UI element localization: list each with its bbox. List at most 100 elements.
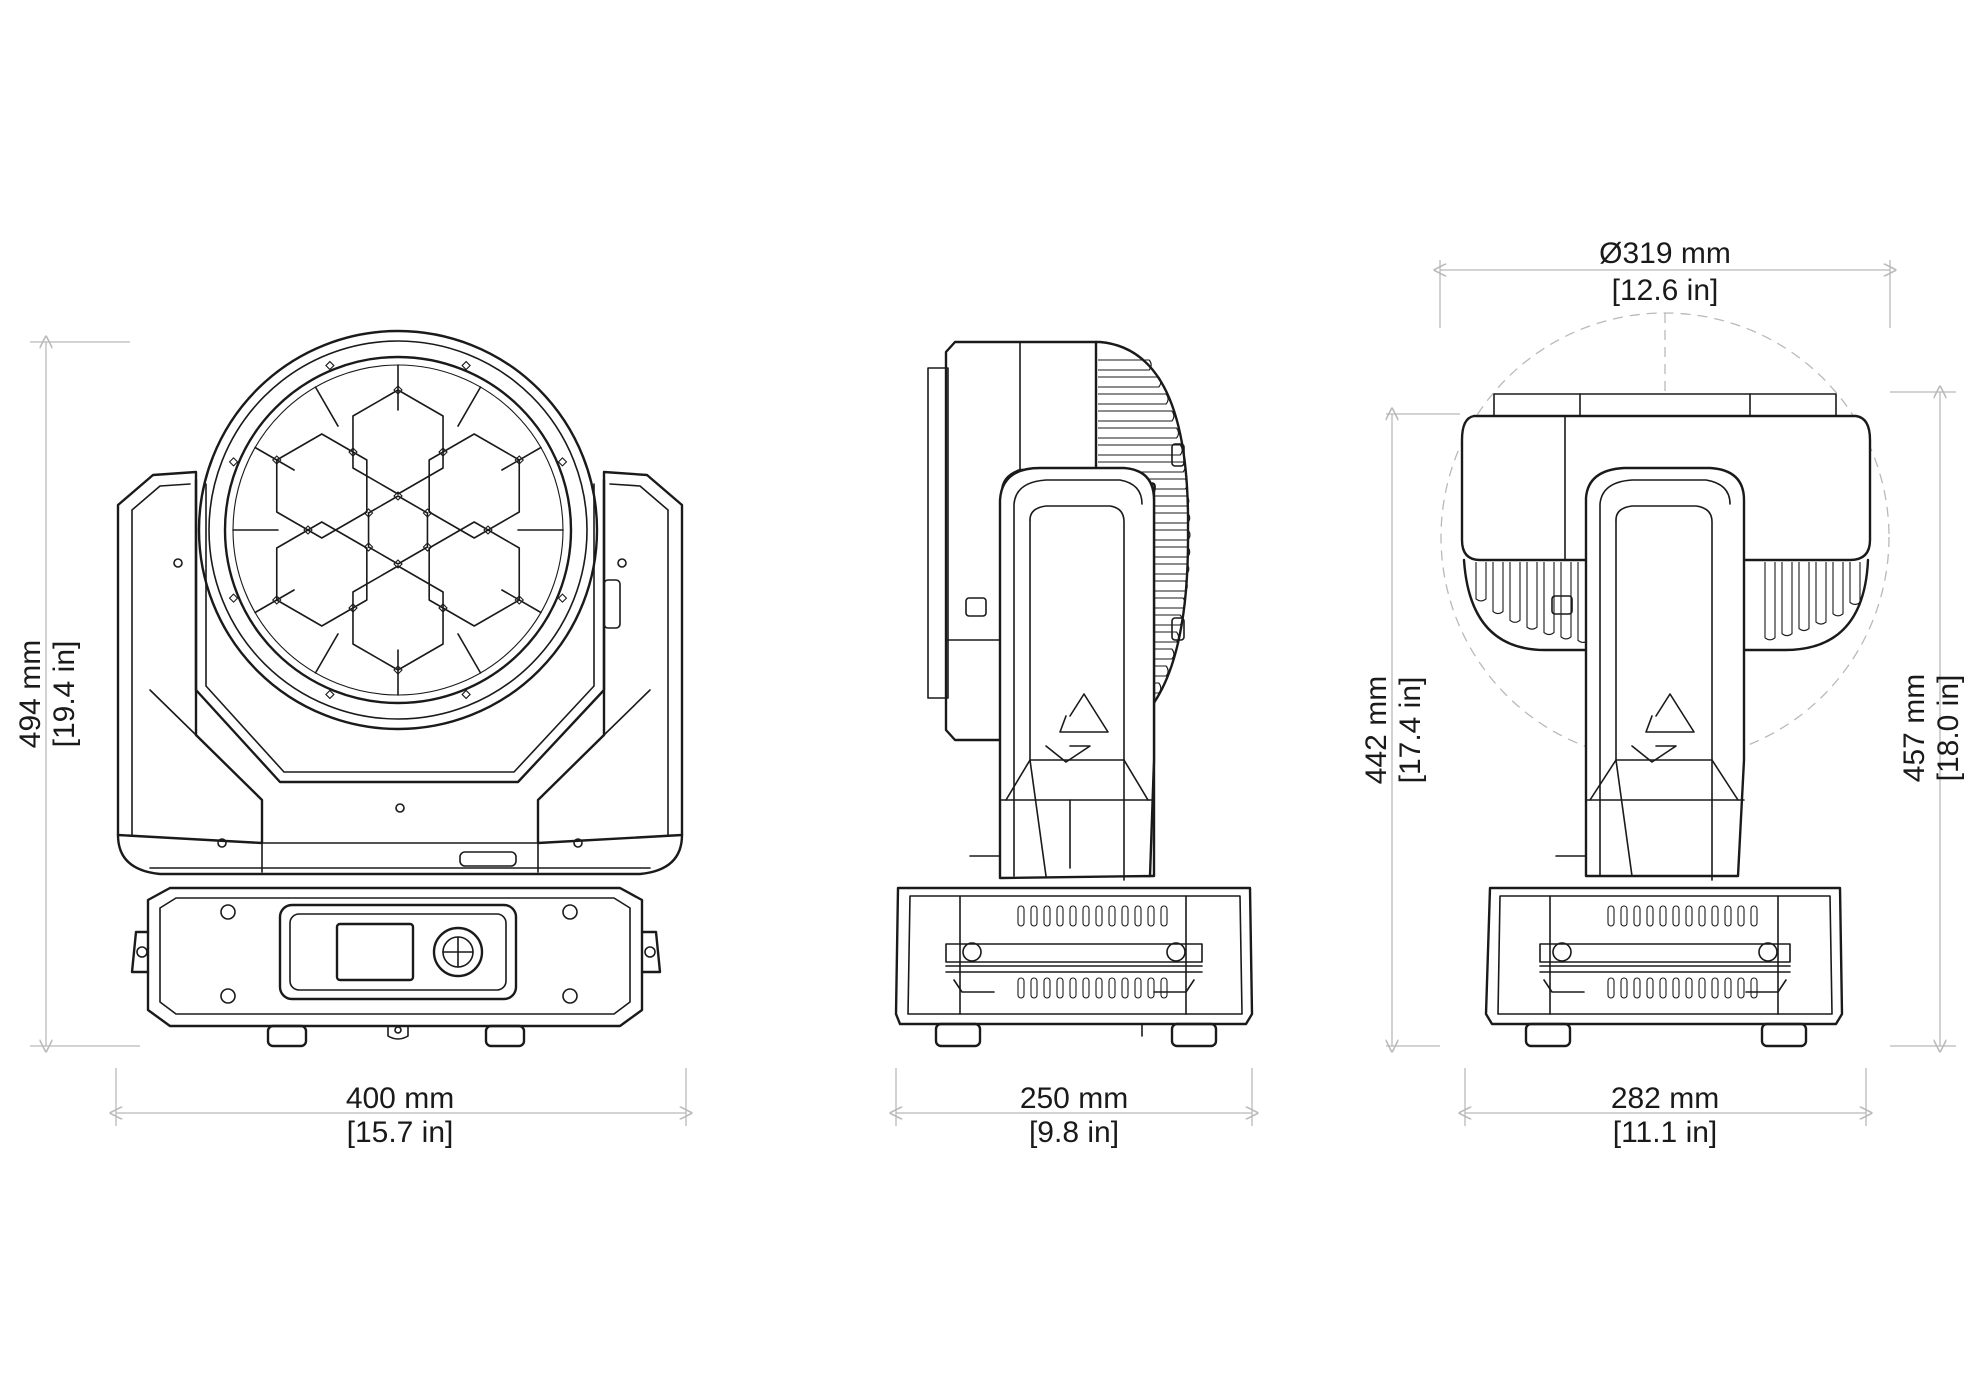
rear-diameter-in-label: [12.6 in] — [1612, 274, 1719, 307]
lens-node — [438, 603, 448, 613]
heat-sink-fin — [1098, 614, 1183, 626]
base-vent-slot — [1711, 905, 1719, 927]
base-vent-slot — [1108, 905, 1116, 927]
base-vent-slot — [1147, 977, 1155, 999]
base-vent-slot — [1711, 977, 1719, 999]
heat-sink-fin — [1781, 562, 1793, 637]
rear-yoke — [1555, 466, 1746, 881]
lens-node — [348, 603, 358, 613]
base-vent-slot — [1121, 905, 1129, 927]
base-vent-slot — [1698, 977, 1706, 999]
lens-node — [483, 525, 493, 535]
front-head-body — [194, 478, 606, 784]
base-vent-slot — [1620, 977, 1628, 999]
base-vent-slot — [1095, 977, 1103, 999]
lens-center-cell — [367, 495, 429, 565]
base-vent-slot — [1056, 977, 1064, 999]
lens-node — [422, 508, 433, 518]
base-vent-slot — [1607, 977, 1615, 999]
base-vent-slot — [1017, 905, 1025, 927]
heat-sink-fin — [1098, 359, 1152, 371]
base-vent-slot — [1633, 905, 1641, 927]
base-vent-slot — [1672, 905, 1680, 927]
rear-height-right-in-label: [18.0 in] — [1932, 675, 1965, 782]
base-vent-slot — [1646, 905, 1654, 927]
lens-node — [393, 559, 403, 569]
heat-sink-fin — [1509, 562, 1521, 623]
lens-node — [514, 595, 525, 605]
lens-node — [228, 593, 239, 603]
rear-width-in-label: [11.1 in] — [1613, 1116, 1718, 1149]
heat-sink-fin — [1764, 562, 1776, 641]
heat-sink-fin — [1098, 631, 1180, 643]
heat-sink-fin — [1098, 461, 1186, 473]
heat-sink-fin — [1098, 512, 1191, 524]
rear-width-mm-label: 282 mm — [1611, 1082, 1719, 1115]
heat-sink-fin — [1098, 444, 1183, 456]
base-vent-slot — [1685, 905, 1693, 927]
base-vent-slot — [1030, 977, 1038, 999]
front-width-in-label: [15.7 in] — [347, 1116, 454, 1149]
rear-height-left-in-label: [17.4 in] — [1394, 677, 1427, 784]
rear-height-right-dimension: 457 mm [18.0 in] — [1890, 392, 1965, 1046]
base-vent-slot — [1750, 977, 1758, 999]
front-height-dimension: 494 mm [19.4 in] — [14, 342, 140, 1046]
base-vent-slot — [1659, 977, 1667, 999]
lens-node — [393, 665, 403, 675]
heat-sink-fin — [1098, 410, 1175, 422]
side-width-mm-label: 250 mm — [1020, 1082, 1128, 1115]
lens-spoke — [314, 633, 339, 674]
side-yoke — [965, 466, 1156, 881]
base-vent-slot — [1056, 905, 1064, 927]
base-vent-slot — [1160, 905, 1168, 927]
base-vent-slot — [1121, 977, 1129, 999]
heat-sink-fin — [1098, 529, 1191, 541]
base-vent-slot — [1685, 977, 1693, 999]
heat-sink-fin — [1098, 393, 1169, 405]
base-vent-slot — [1672, 977, 1680, 999]
base-vent-slot — [1043, 905, 1051, 927]
heat-sink-fin — [1098, 427, 1180, 439]
base-vent-slot — [1043, 977, 1051, 999]
heat-sink-fin — [1526, 562, 1538, 630]
rear-diameter-mm-label: Ø319 mm — [1599, 237, 1731, 270]
rear-base — [1484, 886, 1844, 1048]
base-vent-slot — [1750, 905, 1758, 927]
front-view: 494 mm [19.4 in] 400 mm [15.7 in] — [14, 329, 686, 1149]
base-vent-slot — [1030, 905, 1038, 927]
heat-sink-fin — [1098, 478, 1188, 490]
lens-node — [438, 447, 448, 457]
lens-node — [303, 525, 313, 535]
heat-sink-fin — [1492, 562, 1504, 615]
base-vent-slot — [1737, 905, 1745, 927]
lens-spoke — [457, 386, 482, 427]
lens-node — [514, 455, 525, 465]
base-vent-slot — [1737, 977, 1745, 999]
heat-sink-fin — [1475, 562, 1487, 602]
rear-height-right-mm-label: 457 mm — [1898, 674, 1931, 782]
front-height-in-label: [19.4 in] — [48, 641, 81, 748]
base-vent-slot — [1620, 905, 1628, 927]
base-vent-slot — [1082, 905, 1090, 927]
front-height-mm-label: 494 mm — [14, 640, 47, 748]
lens-node — [271, 595, 282, 605]
base-vent-slot — [1147, 905, 1155, 927]
rear-height-left-mm-label: 442 mm — [1360, 676, 1393, 784]
base-vent-slot — [1069, 977, 1077, 999]
lens-node — [271, 455, 282, 465]
side-width-in-label: [9.8 in] — [1029, 1116, 1119, 1149]
lens-node — [393, 385, 403, 395]
lens-node — [461, 689, 471, 700]
rear-height-left-dimension: 442 mm [17.4 in] — [1360, 414, 1460, 1046]
lens-node — [325, 689, 335, 700]
heat-sink-fin — [1798, 562, 1810, 632]
lens-node — [363, 542, 374, 552]
base-vent-slot — [1724, 905, 1732, 927]
base-vent-slot — [1724, 977, 1732, 999]
heat-sink-fin — [1849, 562, 1861, 606]
side-view: 250 mm [9.8 in] — [896, 340, 1252, 1149]
base-vent-slot — [1134, 977, 1142, 999]
lens-node — [363, 508, 374, 518]
lens-node — [461, 360, 471, 371]
